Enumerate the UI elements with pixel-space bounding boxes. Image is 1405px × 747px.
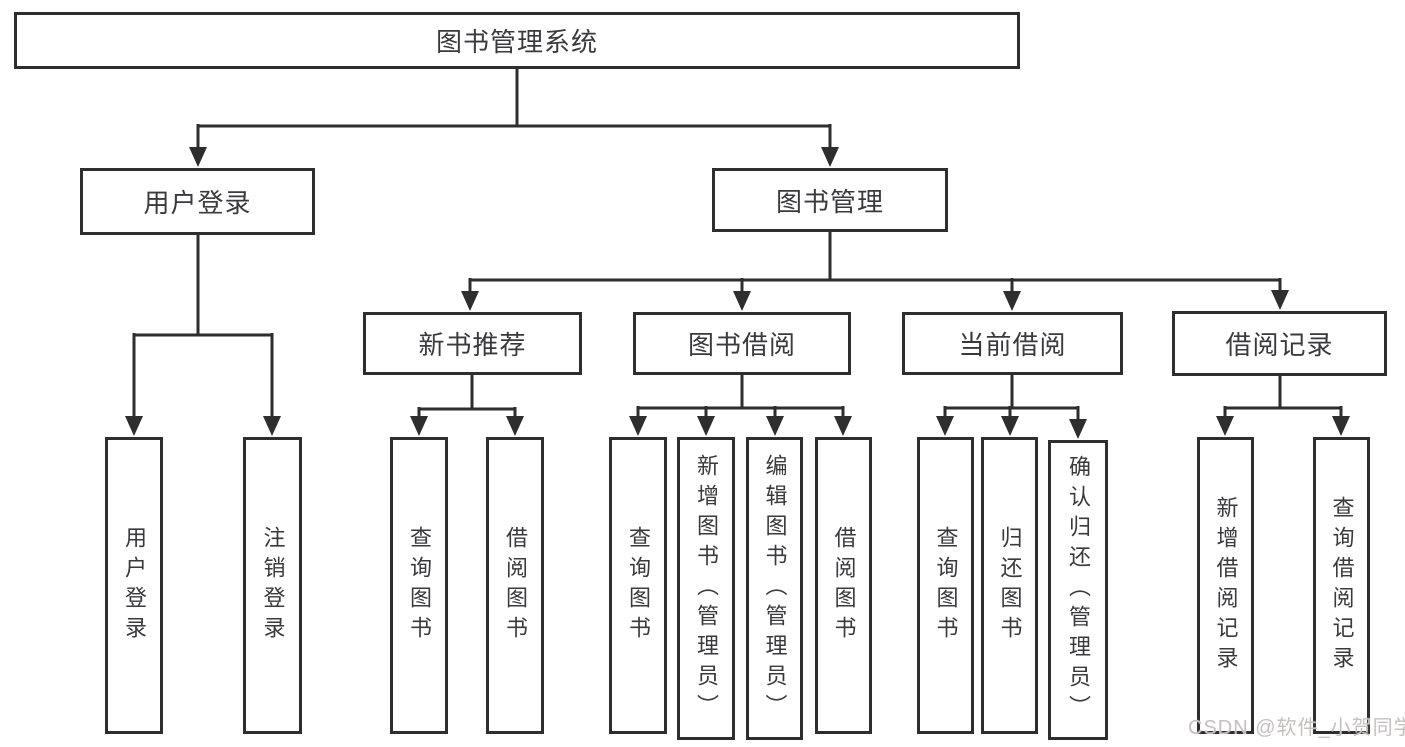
node-borrowing-records: 借阅记录 [1172,311,1387,376]
leaf-add-book-admin: 新增图书（管理员） [677,437,735,740]
leaf-query-borrow-record: 查询借阅记录 [1313,437,1370,734]
leaf-label: 查询借阅记录 [1329,495,1355,676]
leaf-query-books-borrowing: 查询图书 [609,437,667,734]
leaf-label: 查询图书 [933,525,959,646]
leaf-label: 查询图书 [626,525,651,646]
node-new-book-recommendation: 新书推荐 [363,312,582,375]
node-library-management-system: 图书管理系统 [14,12,1020,69]
leaf-label: 编辑图书（管理员） [762,453,788,724]
leaf-confirm-return-admin: 确认归还（管理员） [1048,440,1108,740]
node-current-borrowing: 当前借阅 [902,312,1123,375]
leaf-return-books: 归还图书 [981,437,1038,734]
leaf-label: 确认归还（管理员） [1066,455,1091,725]
leaf-edit-book-admin: 编辑图书（管理员） [746,437,803,740]
leaf-query-books-current: 查询图书 [917,437,974,734]
watermark: CSDN @软件_小贺同学 [1188,717,1405,739]
node-book-borrowing: 图书借阅 [633,312,851,375]
leaf-query-books-recommend: 查询图书 [390,437,448,734]
leaf-user-login: 用户登录 [105,437,163,734]
node-user-login: 用户登录 [80,168,315,235]
arrowhead-icons [125,147,1350,439]
leaf-label: 借阅图书 [503,525,528,646]
leaf-label: 查询图书 [407,525,432,646]
leaf-label: 用户登录 [122,525,147,646]
leaf-label: 新增借阅记录 [1213,495,1239,676]
leaf-label: 新增图书（管理员） [694,453,719,724]
leaf-label: 注销登录 [260,525,286,646]
node-book-management: 图书管理 [712,168,948,232]
leaf-logout: 注销登录 [243,437,302,734]
leaf-label: 归还图书 [997,525,1023,646]
leaf-label: 借阅图书 [831,525,857,646]
leaf-borrow-books-recommend: 借阅图书 [486,437,544,734]
leaf-borrow-books-borrowing: 借阅图书 [815,437,872,734]
leaf-add-borrow-record: 新增借阅记录 [1197,437,1254,734]
